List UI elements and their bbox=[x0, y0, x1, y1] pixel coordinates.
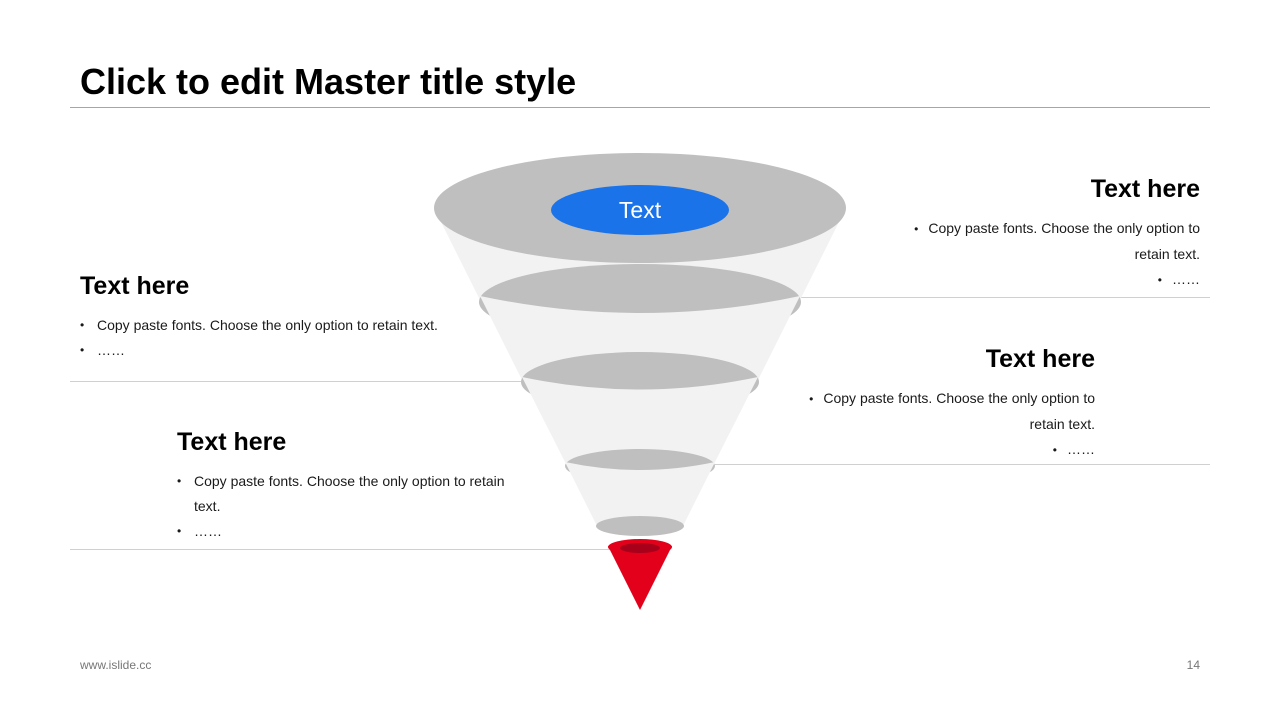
divider-line-bottom-left bbox=[70, 549, 630, 550]
text-block-heading: Text here bbox=[985, 345, 1095, 373]
bullet-item: …… bbox=[80, 338, 500, 363]
bullet-item: Copy paste fonts. Choose the only option… bbox=[775, 386, 1095, 437]
text-block-top-right: Text here Copy paste fonts. Choose the o… bbox=[880, 174, 1200, 293]
bullet-item: …… bbox=[177, 519, 522, 544]
text-block-left: Text here Copy paste fonts. Choose the o… bbox=[80, 271, 500, 363]
funnel-ring-4 bbox=[596, 516, 684, 536]
divider-line-top-right bbox=[800, 297, 1210, 298]
divider-line-left bbox=[70, 381, 530, 382]
bullet-item: Copy paste fonts. Choose the only option… bbox=[80, 313, 500, 338]
text-block-heading: Text here bbox=[1090, 175, 1200, 203]
text-block-bottom-left: Text here Copy paste fonts. Choose the o… bbox=[177, 427, 522, 544]
funnel-segment-4 bbox=[565, 462, 715, 527]
text-block-heading: Text here bbox=[80, 272, 190, 300]
bullet-item: Copy paste fonts. Choose the only option… bbox=[177, 469, 522, 519]
divider-line-mid-right bbox=[715, 464, 1210, 465]
center-label: Text bbox=[619, 197, 662, 223]
slide-title: Click to edit Master title style bbox=[80, 61, 577, 102]
bullet-item: Copy paste fonts. Choose the only option… bbox=[880, 216, 1200, 267]
footer-url: www.islide.cc bbox=[80, 658, 152, 672]
title-divider bbox=[70, 107, 1210, 108]
page-number: 14 bbox=[1186, 658, 1200, 672]
funnel-tip bbox=[608, 546, 672, 610]
text-block-mid-right: Text here Copy paste fonts. Choose the o… bbox=[775, 344, 1095, 463]
text-block-heading: Text here bbox=[177, 428, 287, 456]
funnel-segment-3 bbox=[522, 377, 758, 470]
bullet-item: …… bbox=[775, 437, 1095, 463]
center-oval bbox=[551, 185, 729, 235]
bullet-item: …… bbox=[880, 267, 1200, 293]
funnel-tip-rim bbox=[620, 543, 660, 553]
